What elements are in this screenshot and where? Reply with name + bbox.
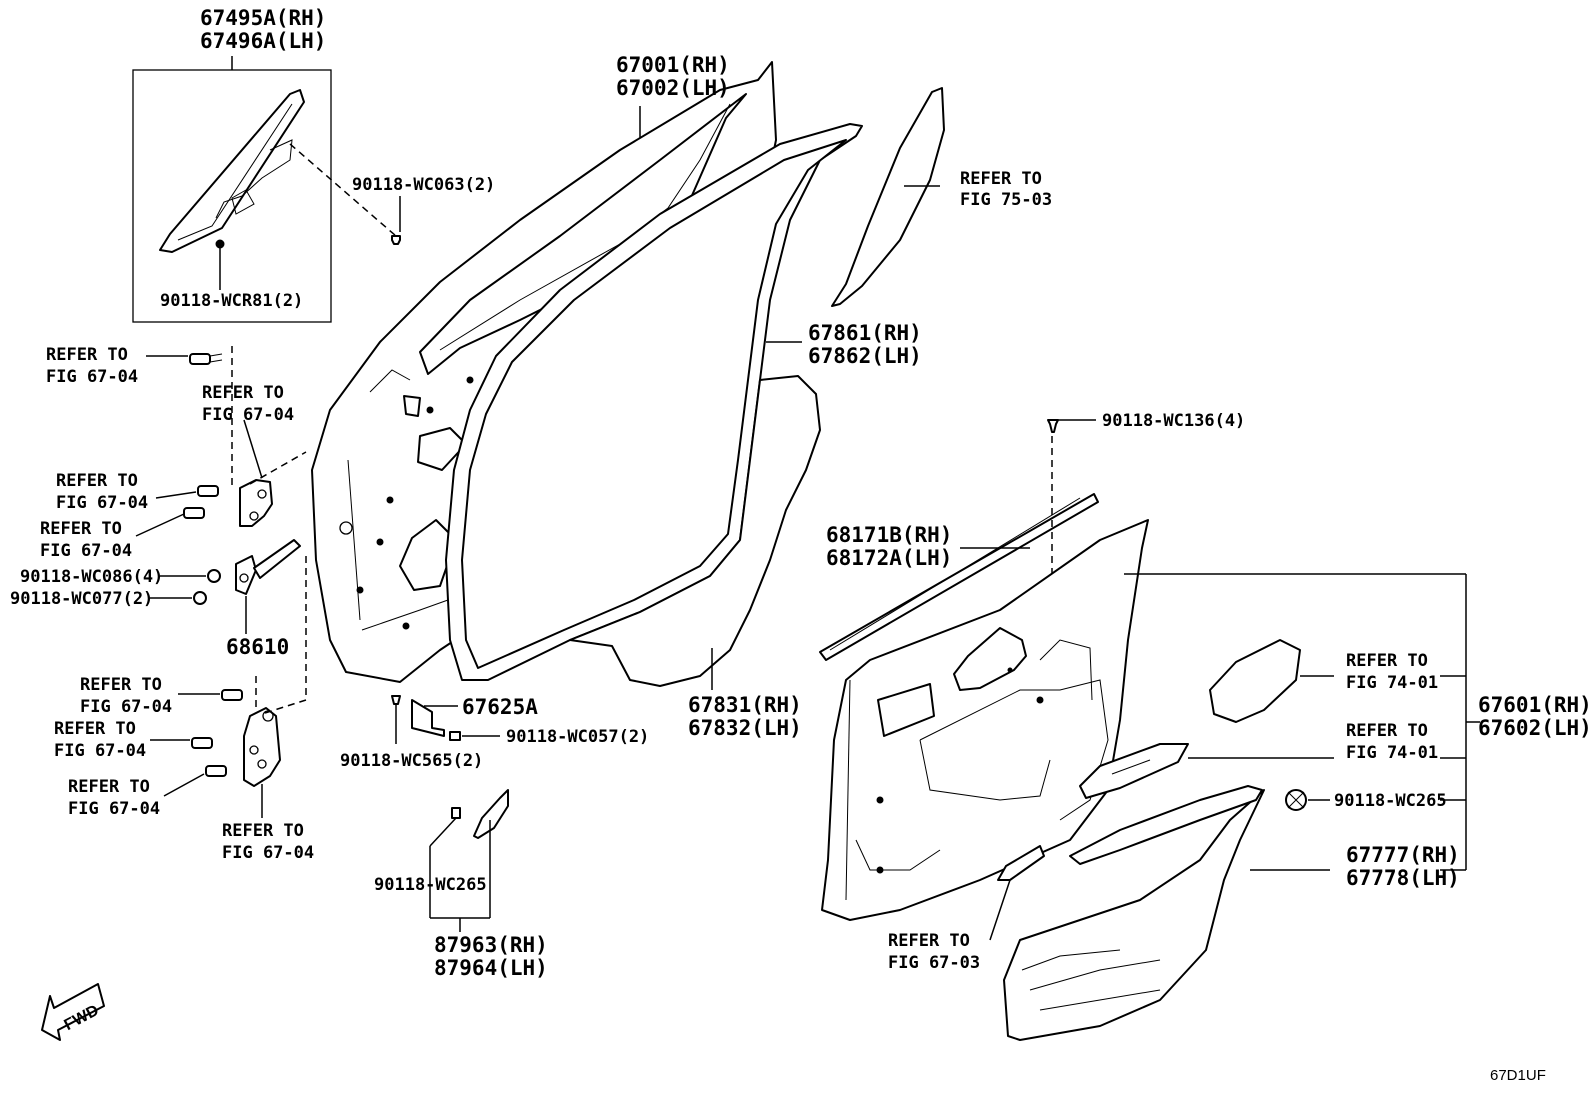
label-wc565: 90118-WC565(2): [340, 751, 483, 771]
label-ref-75-03-a: REFER TO: [960, 169, 1042, 189]
label-ref-74-01-a1: REFER TO: [1346, 651, 1428, 671]
label-67778: 67778(LH): [1346, 866, 1460, 890]
label-ref-e1: REFER TO: [80, 675, 162, 695]
label-67832: 67832(LH): [688, 716, 802, 740]
label-ref-a1: REFER TO: [46, 345, 128, 365]
label-wc265-right: 90118-WC265: [1334, 791, 1447, 811]
label-wc265-left: 90118-WC265: [374, 875, 487, 895]
label-ref-d1: REFER TO: [40, 519, 122, 539]
bolt-lower-c: [205, 765, 227, 777]
service-hole-cover: [569, 375, 821, 687]
bolt-upper-a: [189, 353, 223, 365]
label-67777: 67777(RH): [1346, 843, 1460, 867]
label-67862: 67862(LH): [808, 344, 922, 368]
fwd-arrow-icon: FWD: [41, 983, 105, 1041]
labels: 67495A(RH) 67496A(LH) 90118-WC063(2) 901…: [10, 6, 1592, 1084]
mirror-garnish-part: [159, 89, 305, 253]
label-ref-f1: REFER TO: [54, 719, 136, 739]
label-ref-67-03-a: REFER TO: [888, 931, 970, 951]
label-ref-b1: REFER TO: [202, 383, 284, 403]
label-ref-74-01-b1: REFER TO: [1346, 721, 1428, 741]
bolt-upper-c: [183, 507, 205, 519]
label-67831: 67831(RH): [688, 693, 802, 717]
label-wc136: 90118-WC136(4): [1102, 411, 1245, 431]
door-check-68610: [193, 539, 301, 605]
label-ref-g1: REFER TO: [68, 777, 150, 797]
bolt-upper-b: [197, 485, 219, 497]
bolt-lower-b: [191, 737, 213, 749]
label-67001: 67001(RH): [616, 53, 730, 77]
armrest-base-ref-74-01: [1079, 743, 1189, 799]
label-ref-h2: FIG 67-04: [222, 843, 314, 863]
label-67602: 67602(LH): [1478, 716, 1592, 740]
label-ref-d2: FIG 67-04: [40, 541, 132, 561]
label-ref-67-03-b: FIG 67-03: [888, 953, 980, 973]
label-67625a: 67625A: [462, 695, 538, 719]
label-68610: 68610: [226, 635, 289, 659]
label-ref-74-01-b2: FIG 74-01: [1346, 743, 1438, 763]
door-weatherstrip: [445, 123, 863, 681]
label-wcr81: 90118-WCR81(2): [160, 291, 303, 311]
label-ref-74-01-a2: FIG 74-01: [1346, 673, 1438, 693]
label-ref-e2: FIG 67-04: [80, 697, 172, 717]
door-hinge-lower: [243, 707, 281, 787]
mirror-garnish-inset: [132, 56, 401, 323]
door-hinge-upper: [239, 479, 273, 527]
label-wc063: 90118-WC063(2): [352, 175, 495, 195]
label-68172a: 68172A(LH): [826, 546, 952, 570]
label-ref-g2: FIG 67-04: [68, 799, 160, 819]
bolt-lower-a: [221, 689, 243, 701]
switch-panel-ref-74-01: [1209, 639, 1301, 723]
label-wc057: 90118-WC057(2): [506, 727, 649, 747]
label-ref-c1: REFER TO: [56, 471, 138, 491]
label-67002: 67002(LH): [616, 76, 730, 100]
label-ref-h1: REFER TO: [222, 821, 304, 841]
label-wc077: 90118-WC077(2): [10, 589, 153, 609]
label-67601: 67601(RH): [1478, 693, 1592, 717]
door-trim-panel: [821, 519, 1149, 921]
glass-run-channel: [831, 87, 945, 307]
belt-moulding: [819, 493, 1099, 661]
screw-wc063: [391, 235, 401, 245]
label-67861: 67861(RH): [808, 321, 922, 345]
garnish-87963: [451, 789, 509, 839]
figure-code: 67D1UF: [1490, 1067, 1546, 1084]
label-68171b: 68171B(RH): [826, 523, 952, 547]
label-wc086: 90118-WC086(4): [20, 567, 163, 587]
label-87964: 87964(LH): [434, 956, 548, 980]
bracket-67625a: [391, 695, 461, 741]
clip-wc265-right: [1285, 789, 1307, 811]
lower-trim-panel: [1003, 785, 1265, 1041]
label-ref-f2: FIG 67-04: [54, 741, 146, 761]
label-67495a: 67495A(RH): [200, 6, 326, 30]
label-ref-a2: FIG 67-04: [46, 367, 138, 387]
inner-handle-ref-67-03: [997, 845, 1045, 881]
label-67496a: 67496A(LH): [200, 29, 326, 53]
label-ref-b2: FIG 67-04: [202, 405, 294, 425]
label-87963: 87963(RH): [434, 933, 548, 957]
label-ref-c2: FIG 67-04: [56, 493, 148, 513]
screw-wc136: [1047, 419, 1059, 433]
label-ref-75-03-b: FIG 75-03: [960, 190, 1052, 210]
